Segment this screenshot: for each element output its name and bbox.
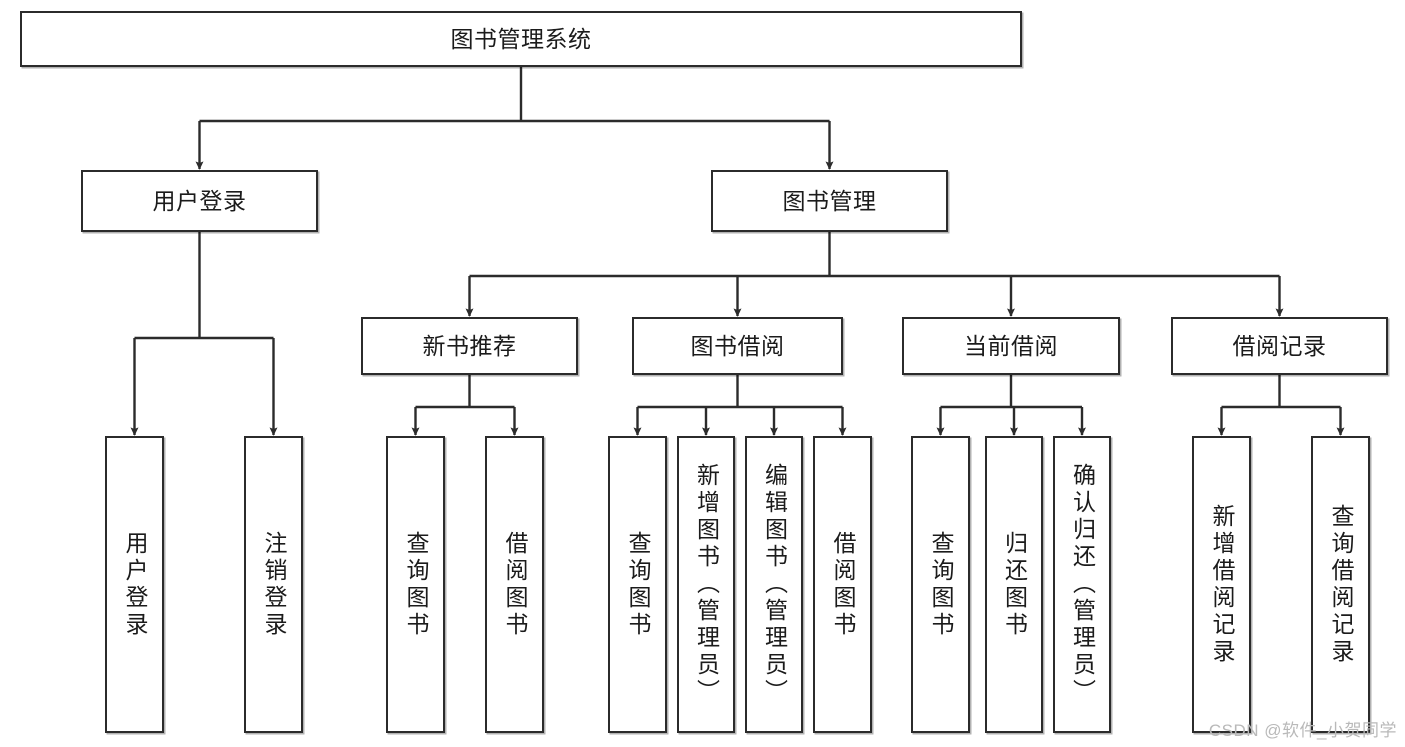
node-user-logout-action[interactable]: 注销登录 [244,436,303,733]
node-bb-borrow-book[interactable]: 借阅图书 [813,436,872,733]
node-label-user-logout-action: 注销登录 [261,530,287,639]
node-label-book-management: 图书管理 [782,187,877,214]
node-label-current-borrowing: 当前借阅 [964,332,1058,359]
node-user-login[interactable]: 用户登录 [81,170,318,232]
node-cb-confirm-return-admin[interactable]: 确认归还（管理员） [1053,436,1111,733]
node-user-login-action[interactable]: 用户登录 [105,436,164,733]
node-bb-add-book-admin[interactable]: 新增图书（管理员） [677,436,735,733]
node-br-add-record[interactable]: 新增借阅记录 [1192,436,1251,733]
node-label-root: 图书管理系统 [450,25,592,52]
node-cb-return-book[interactable]: 归还图书 [985,436,1043,733]
node-label-book-borrowing: 图书借阅 [690,332,785,359]
node-label-cb-query-book: 查询图书 [928,530,954,639]
node-label-rec-borrow-book: 借阅图书 [502,530,528,639]
node-bb-query-book[interactable]: 查询图书 [608,436,667,733]
node-label-new-book-recommendation: 新书推荐 [422,332,517,359]
node-borrowing-record[interactable]: 借阅记录 [1171,317,1388,375]
node-label-br-add-record: 新增借阅记录 [1209,503,1235,666]
node-bb-edit-book-admin[interactable]: 编辑图书（管理员） [745,436,803,733]
node-label-rec-query-book: 查询图书 [403,530,429,639]
node-br-query-record[interactable]: 查询借阅记录 [1311,436,1370,733]
node-label-user-login: 用户登录 [152,187,247,214]
node-current-borrowing[interactable]: 当前借阅 [902,317,1120,375]
node-new-book-recommendation[interactable]: 新书推荐 [361,317,578,375]
node-rec-query-book[interactable]: 查询图书 [386,436,445,733]
node-label-cb-return-book: 归还图书 [1001,530,1028,639]
node-label-bb-add-book-admin: 新增图书（管理员） [693,463,720,706]
node-label-cb-confirm-return-admin: 确认归还（管理员） [1069,463,1096,706]
node-label-bb-edit-book-admin: 编辑图书（管理员） [761,463,788,706]
node-label-bb-borrow-book: 借阅图书 [830,530,856,639]
node-label-bb-query-book: 查询图书 [625,530,651,639]
node-book-borrowing[interactable]: 图书借阅 [632,317,843,375]
node-label-user-login-action: 用户登录 [122,530,148,639]
node-cb-query-book[interactable]: 查询图书 [911,436,970,733]
node-label-borrowing-record: 借阅记录 [1232,332,1327,359]
node-label-br-query-record: 查询借阅记录 [1328,503,1354,666]
node-rec-borrow-book[interactable]: 借阅图书 [485,436,544,733]
node-root[interactable]: 图书管理系统 [20,11,1022,67]
node-book-management[interactable]: 图书管理 [711,170,948,232]
